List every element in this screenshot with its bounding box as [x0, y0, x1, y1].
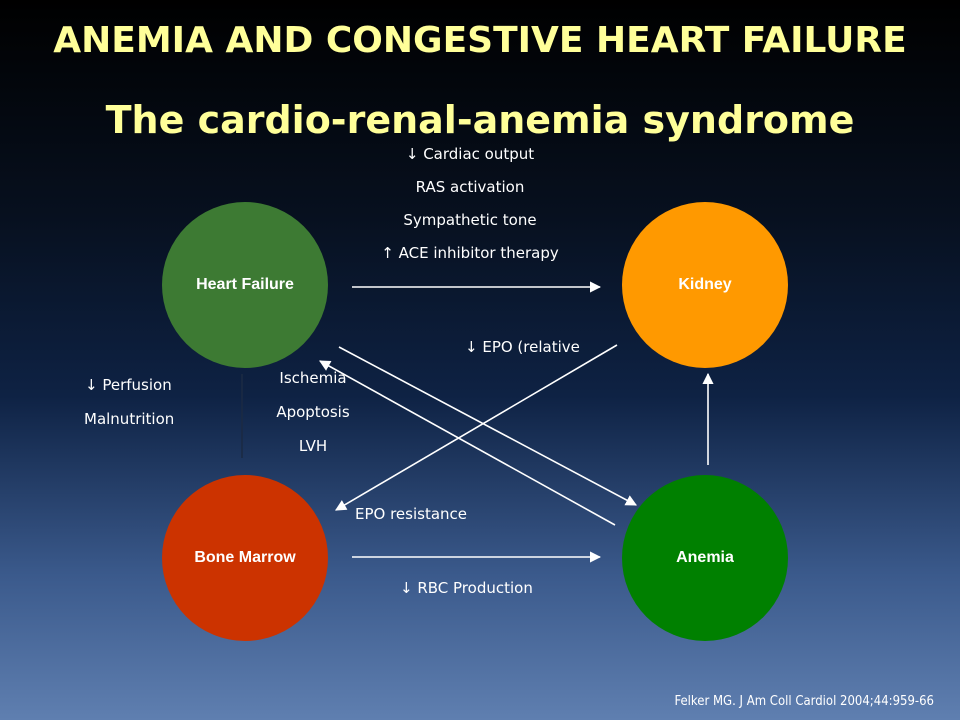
- label-epo-relative: ↓ EPO (relative: [465, 338, 580, 356]
- node-heart-failure-label: Heart Failure: [196, 276, 294, 293]
- label-ischemia: Ischemia: [279, 369, 347, 387]
- slide-subtitle: The cardio-renal-anemia syndrome: [105, 98, 855, 142]
- node-anemia: Anemia: [622, 475, 788, 641]
- node-kidney: Kidney: [622, 202, 788, 368]
- label-cardiac-output: ↓ Cardiac output: [405, 145, 535, 163]
- citation: Felker MG. J Am Coll Cardiol 2004;44:959…: [674, 694, 934, 709]
- label-apoptosis: Apoptosis: [276, 403, 350, 421]
- label-sympathetic-tone: Sympathetic tone: [403, 211, 537, 229]
- node-bone-marrow: Bone Marrow: [162, 475, 328, 641]
- label-rbc-production: ↓ RBC Production: [400, 579, 533, 597]
- node-kidney-label: Kidney: [678, 276, 732, 293]
- label-lvh: LVH: [298, 437, 328, 455]
- label-malnutrition: Malnutrition: [84, 410, 175, 428]
- arrow-hf-to-anemia: [338, 346, 637, 506]
- slide-title: ANEMIA AND CONGESTIVE HEART FAILURE: [53, 20, 907, 61]
- node-heart-failure: Heart Failure: [162, 202, 328, 368]
- arrow-kidney-to-bone-marrow: [335, 344, 618, 511]
- node-bone-marrow-label: Bone Marrow: [194, 549, 296, 566]
- label-epo-resistance: EPO resistance: [355, 505, 468, 523]
- label-ras-activation: RAS activation: [415, 178, 525, 196]
- label-perfusion: ↓ Perfusion: [85, 376, 172, 394]
- label-ace-inhibitor: ↑ ACE inhibitor therapy: [381, 244, 559, 262]
- node-anemia-label: Anemia: [676, 549, 734, 566]
- arrow-anemia-to-hf: [319, 360, 616, 526]
